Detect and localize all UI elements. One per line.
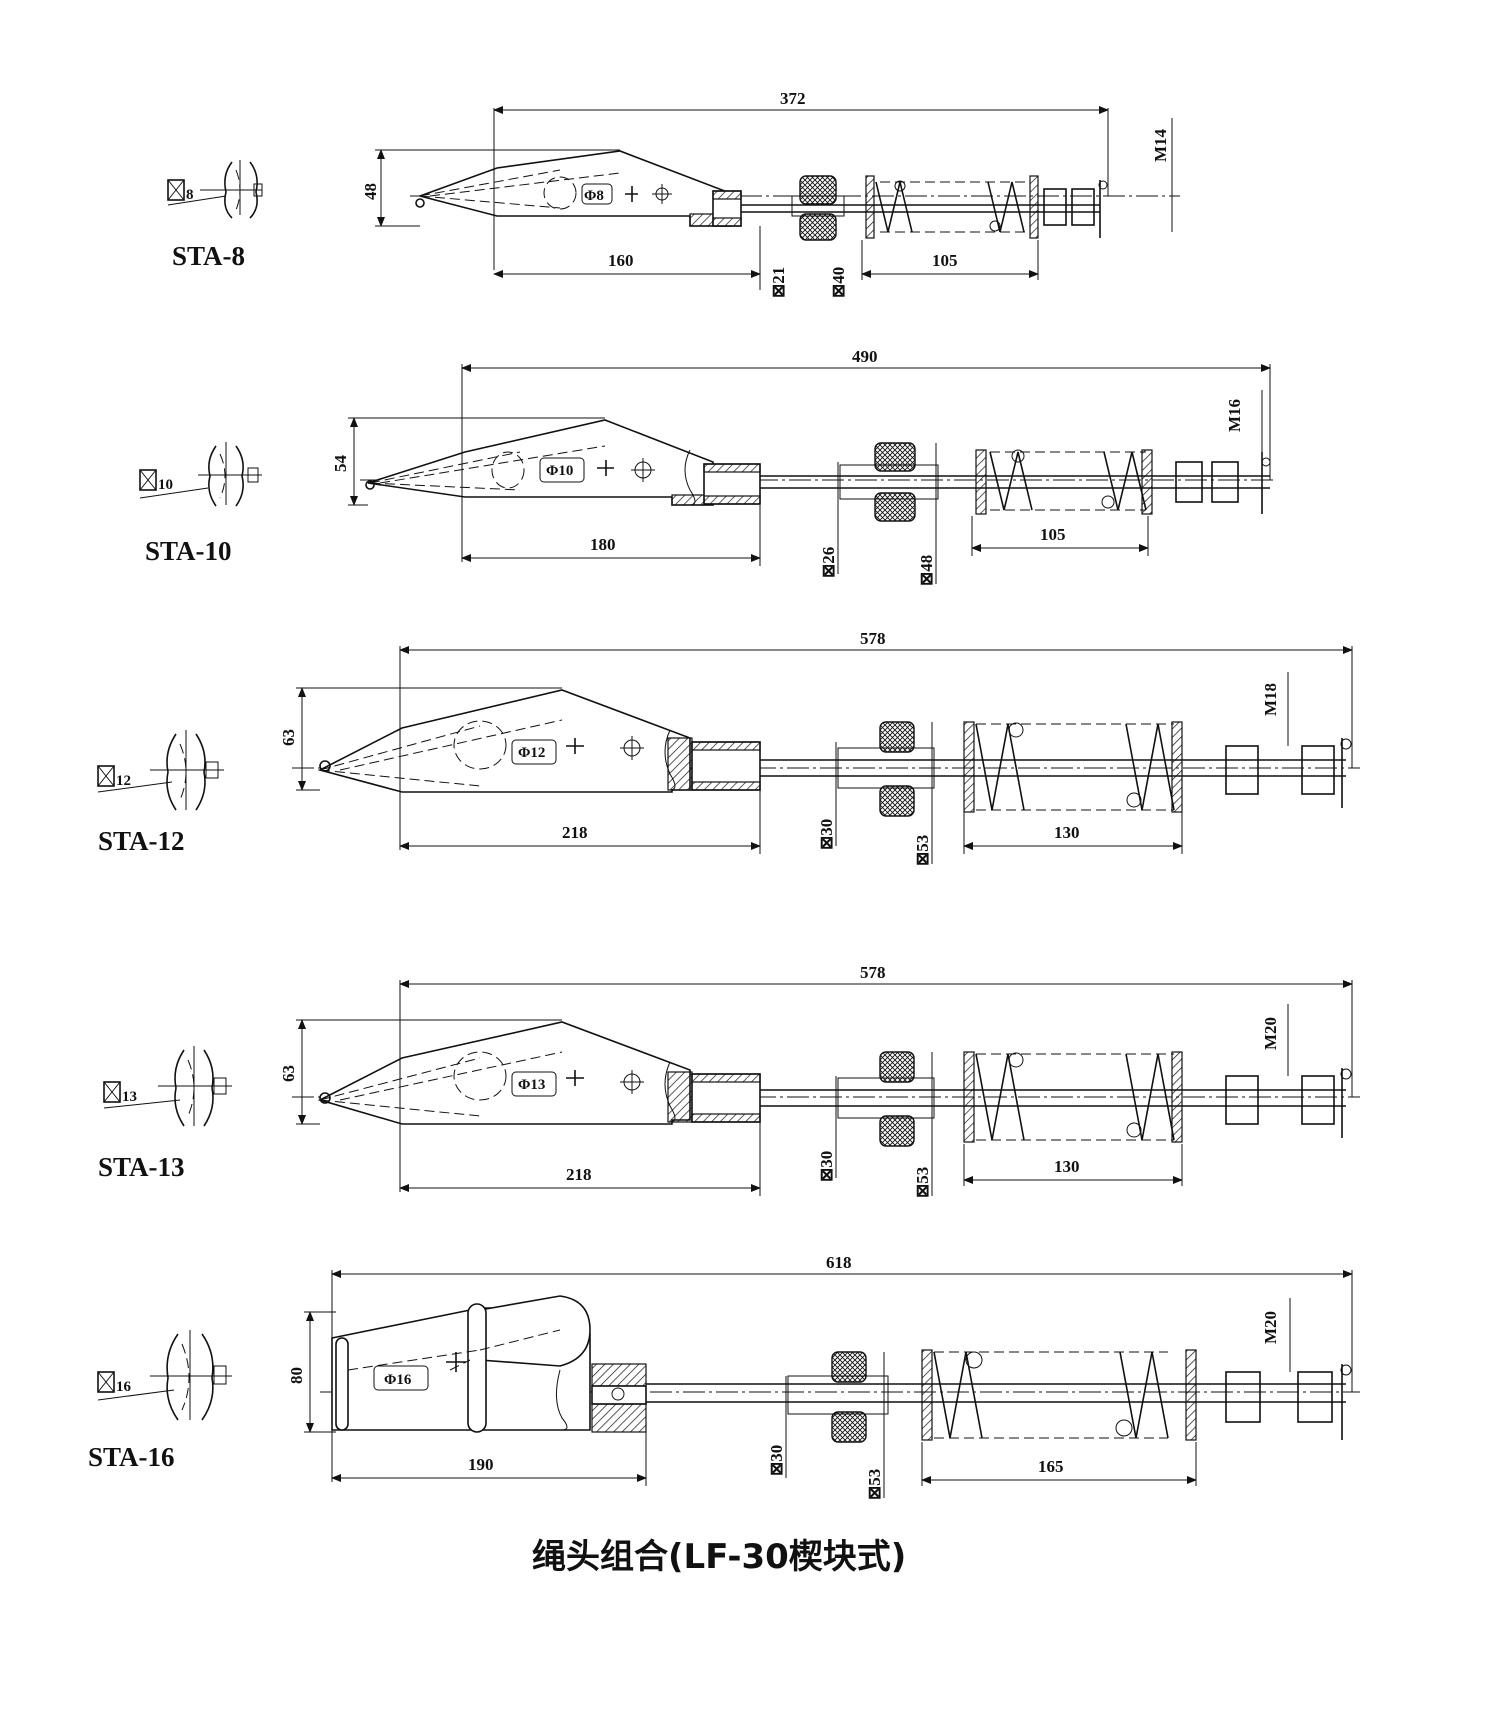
dim-rod-square: ⊠30 (767, 1445, 786, 1476)
rope-square-icon (97, 765, 115, 787)
dim-pad-square: ⊠40 (829, 267, 848, 298)
dim-overall: 618 (826, 1253, 852, 1272)
dim-overall: 372 (780, 89, 806, 108)
assembly-sta-8: 8 STA-8 Φ8 (167, 89, 1180, 298)
end-view-sta-12: 12 (97, 730, 224, 811)
rope-size: 16 (116, 1379, 132, 1395)
dim-spring: 165 (1038, 1457, 1064, 1476)
model-label: STA-12 (98, 826, 185, 856)
dim-overall: 490 (852, 347, 878, 366)
dim-wedge: 218 (562, 823, 588, 842)
dim-thread: M16 (1225, 399, 1244, 432)
rope-size: 12 (116, 773, 131, 789)
dim-rod-square: ⊠26 (819, 547, 838, 578)
hole-label: Φ16 (384, 1372, 412, 1388)
model-label: STA-10 (145, 536, 232, 566)
dim-thread: M18 (1261, 683, 1280, 716)
dim-pad-square: ⊠53 (913, 835, 932, 866)
dim-thread: M14 (1151, 128, 1170, 162)
dim-pad-square: ⊠53 (865, 1469, 884, 1500)
dim-thread: M20 (1261, 1017, 1280, 1050)
dim-thread: M20 (1261, 1311, 1280, 1344)
dim-wedge: 180 (590, 535, 616, 554)
dim-rod-square: ⊠30 (817, 1151, 836, 1182)
assembly-sta-13: 13 STA-13 Φ13 578 (98, 963, 1360, 1198)
hole-label: Φ13 (518, 1077, 545, 1093)
dim-height: 48 (361, 183, 380, 200)
end-view-sta-13: 13 (103, 1046, 232, 1127)
rope-size: 10 (158, 477, 173, 493)
dim-height: 63 (279, 1065, 298, 1082)
dim-rod-square: ⊠30 (817, 819, 836, 850)
dim-pad-square: ⊠48 (917, 555, 936, 586)
end-view-sta-8: 8 (167, 160, 263, 219)
assembly-sta-16: 16 STA-16 Φ16 618 (88, 1253, 1360, 1500)
dim-height: 80 (287, 1367, 306, 1384)
rope-size: 8 (186, 187, 194, 203)
rope-square-icon (97, 1371, 115, 1393)
assembly-sta-12: 12 STA-12 Φ12 578 (97, 629, 1360, 866)
hole-label: Φ8 (584, 188, 604, 204)
rope-square-icon (103, 1081, 121, 1103)
dim-spring: 130 (1054, 1157, 1080, 1176)
dim-height: 54 (331, 455, 350, 473)
rope-size: 13 (122, 1089, 137, 1105)
model-label: STA-16 (88, 1442, 175, 1472)
dim-spring: 105 (1040, 525, 1066, 544)
hole-label: Φ12 (518, 745, 545, 761)
dim-spring: 130 (1054, 823, 1080, 842)
end-view-sta-10: 10 (139, 442, 262, 507)
end-view-sta-16: 16 (97, 1330, 232, 1421)
dim-overall: 578 (860, 629, 886, 648)
assembly-sta-10: 10 STA-10 Φ10 490 (139, 347, 1275, 586)
dim-pad-square: ⊠53 (913, 1167, 932, 1198)
rope-square-icon (139, 469, 157, 491)
dim-spring: 105 (932, 251, 958, 270)
dim-rod-square: ⊠21 (769, 267, 788, 298)
dim-overall: 578 (860, 963, 886, 982)
dim-height: 63 (279, 729, 298, 746)
hole-label: Φ10 (546, 463, 573, 479)
dim-wedge: 190 (468, 1455, 494, 1474)
model-label: STA-13 (98, 1152, 185, 1182)
dim-wedge: 160 (608, 251, 634, 270)
model-label: STA-8 (172, 241, 245, 271)
drawing-title: 绳头组合(LF-30楔块式) (532, 1537, 906, 1577)
rope-square-icon (167, 179, 185, 201)
dim-wedge: 218 (566, 1165, 592, 1184)
